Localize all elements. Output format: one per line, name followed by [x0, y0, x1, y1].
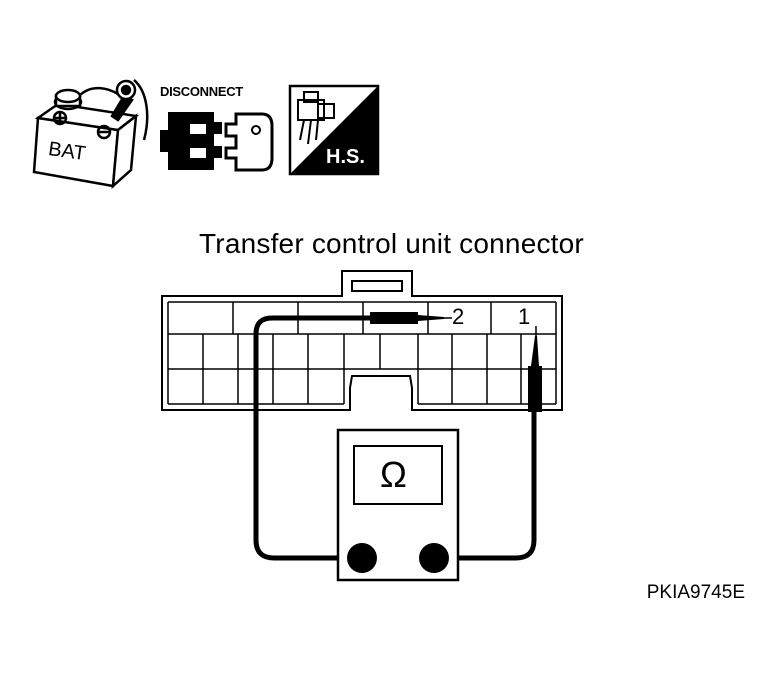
- ohmmeter: [336, 428, 460, 582]
- connector-disconnect-icon: [160, 112, 274, 172]
- meter-terminal-negative: [347, 543, 377, 573]
- harness-side-label: H.S.: [326, 146, 365, 168]
- probe-wires: [253, 315, 537, 561]
- pin-label-1: 1: [518, 304, 531, 329]
- meter-terminal-positive: [419, 543, 449, 573]
- connector-title: Transfer control unit connector: [199, 228, 584, 259]
- figure-code: PKIA9745E: [646, 582, 745, 603]
- battery-disconnect-icon: [32, 79, 149, 190]
- pin-label-2: 2: [452, 304, 465, 329]
- probe-pin-2: [370, 312, 452, 324]
- probe-pin-1: [528, 326, 542, 412]
- harness-side-icon: [288, 84, 380, 176]
- ohm-symbol: Ω: [380, 454, 407, 495]
- disconnect-label: DISCONNECT: [160, 84, 243, 99]
- connector-body: [161, 270, 563, 411]
